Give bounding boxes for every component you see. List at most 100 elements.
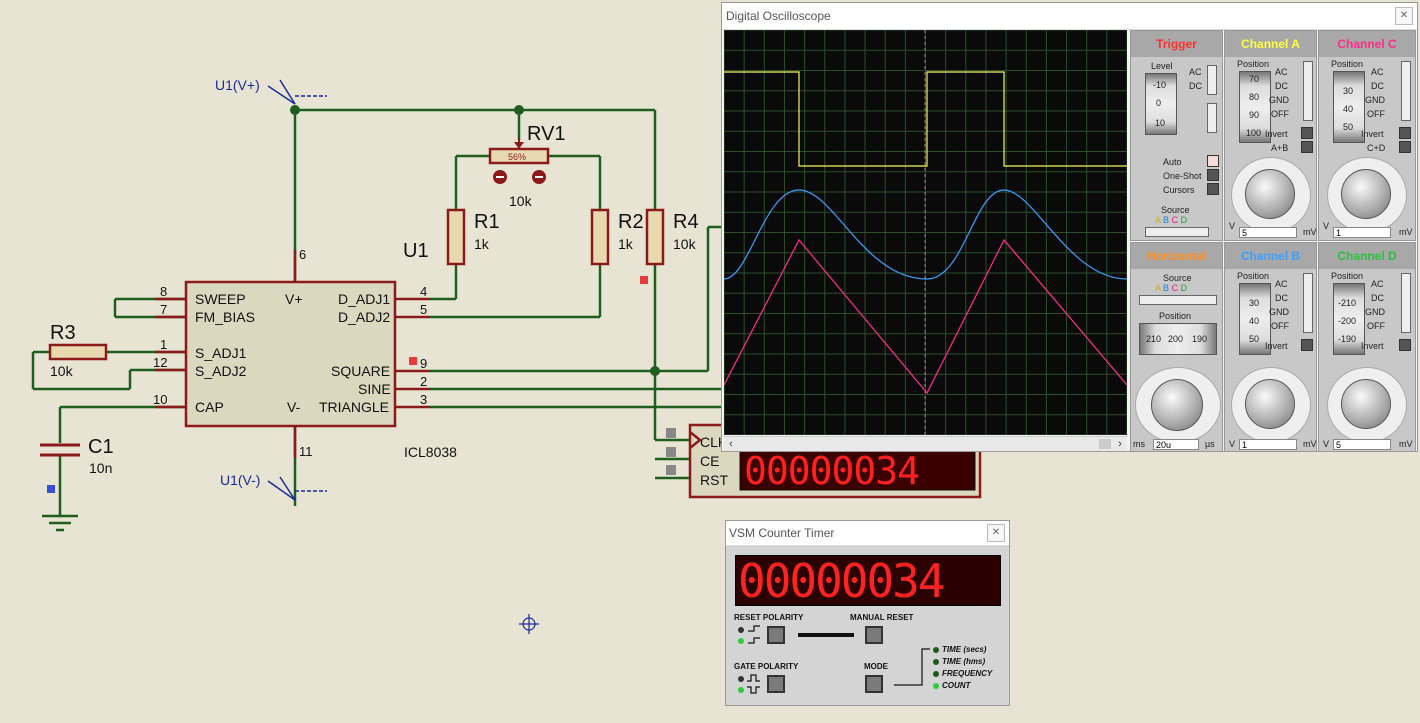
vsm-display-digits: 00000034 [738, 554, 946, 608]
scroll-left-icon[interactable]: ‹ [729, 438, 733, 450]
vsm-title: VSM Counter Timer [729, 526, 835, 540]
oscilloscope-window[interactable]: Digital Oscilloscope ✕ ‹ › Trigger Level… [721, 2, 1418, 452]
channel-a-coupling-slider[interactable] [1303, 61, 1313, 121]
channel-b-position-drum[interactable]: 30 40 50 [1239, 283, 1271, 355]
trigger-cursors-button[interactable] [1207, 183, 1219, 195]
channel-d-ac: AC [1371, 279, 1384, 289]
horizontal-position-drum[interactable]: 210 200 190 [1139, 323, 1217, 355]
channel-d-invert-button[interactable] [1399, 339, 1411, 351]
channel-a-combine-label: A+B [1271, 143, 1289, 153]
scroll-right-icon[interactable]: › [1118, 438, 1122, 450]
horizontal-source-slider[interactable] [1139, 295, 1217, 305]
trigger-cursors-label: Cursors [1163, 185, 1195, 195]
oscilloscope-titlebar[interactable]: Digital Oscilloscope ✕ [722, 3, 1417, 30]
channel-c-combine-button[interactable] [1399, 141, 1411, 153]
u1-vminus-label: U1(V-) [220, 472, 260, 488]
crosshair-cursor-icon [519, 614, 539, 634]
channel-a-ac: AC [1275, 67, 1288, 77]
close-icon[interactable]: ✕ [987, 524, 1005, 542]
channel-b-invert-button[interactable] [1301, 339, 1313, 351]
horizontal-panel: Horizontal Source A B C D Position 210 2… [1130, 242, 1223, 452]
channel-d-position-drum[interactable]: -210 -200 -190 [1333, 283, 1365, 355]
trace-channel-b [723, 189, 1128, 280]
trigger-level-drum[interactable]: -10 0 10 [1145, 73, 1177, 135]
channel-d-gnd: GND [1365, 307, 1385, 317]
vsm-counter-window[interactable]: VSM Counter Timer ✕ 00000034 RESET POLAR… [725, 520, 1010, 706]
trace-channel-c [723, 238, 1128, 395]
pin-8: 8 [160, 284, 167, 299]
horizontal-timebase-knob[interactable] [1151, 379, 1203, 431]
channel-c-invert-button[interactable] [1399, 127, 1411, 139]
channel-a-scale-knob[interactable] [1245, 169, 1295, 219]
mode-led-time-hms [933, 659, 939, 665]
channel-a-position-drum[interactable]: 70 80 90 100 [1239, 71, 1271, 143]
channel-d-position-label: Position [1331, 271, 1364, 281]
r1-name: R1 [474, 211, 500, 233]
trigger-auto-label: Auto [1163, 157, 1182, 167]
pin-4: 4 [420, 284, 427, 299]
channel-c-scale-knob[interactable] [1341, 169, 1391, 219]
trigger-oneshot-button[interactable] [1207, 169, 1219, 181]
trigger-coupling-slider[interactable] [1207, 65, 1217, 95]
vsm-titlebar[interactable]: VSM Counter Timer ✕ [726, 521, 1009, 546]
channel-b-panel: Channel B Position 30 40 50 AC DC GND OF… [1224, 242, 1317, 452]
gate-polarity-button[interactable] [767, 675, 785, 693]
rv1-decrement-icon [493, 170, 507, 184]
icl8038-body [184, 280, 397, 428]
manual-reset-button[interactable] [865, 626, 883, 644]
rv1-percent: 56% [508, 152, 526, 162]
trigger-level-label: Level [1151, 61, 1173, 71]
trigger-source-slider[interactable] [1145, 227, 1209, 237]
channel-c-coupling-slider[interactable] [1401, 61, 1411, 121]
channel-a-invert-button[interactable] [1301, 127, 1313, 139]
channel-c-gnd: GND [1365, 95, 1385, 105]
counter-pin-clk: CLK [700, 434, 728, 450]
channel-b-off: OFF [1271, 321, 1289, 331]
r4-body [645, 208, 665, 266]
channel-d-coupling-slider[interactable] [1401, 273, 1411, 333]
mode-frequency: FREQUENCY [942, 669, 993, 678]
mode-button[interactable] [865, 675, 883, 693]
horizontal-title: Horizontal [1131, 243, 1222, 269]
pin-6: 6 [299, 247, 306, 262]
channel-a-gnd: GND [1269, 95, 1289, 105]
channel-d-dc: DC [1371, 293, 1384, 303]
reset-polarity-label: RESET POLARITY [734, 613, 804, 622]
horizontal-timebase-value: 20u [1153, 439, 1199, 450]
horizontal-scrollbar[interactable]: ‹ › [724, 436, 1127, 451]
channel-b-coupling-slider[interactable] [1303, 273, 1313, 333]
mode-time-hms: TIME (hms) [942, 657, 986, 666]
channel-c-position-drum[interactable]: 30 40 50 [1333, 71, 1365, 143]
pin-name-d-adj1: D_ADJ1 [338, 291, 390, 307]
pin-9: 9 [420, 356, 427, 371]
trigger-auto-button[interactable] [1207, 155, 1219, 167]
reset-polarity-led-2 [738, 638, 744, 644]
trigger-edge-slider[interactable] [1207, 103, 1217, 133]
mode-led-frequency [933, 671, 939, 677]
oscilloscope-screen [723, 29, 1128, 436]
channel-a-combine-button[interactable] [1301, 141, 1313, 153]
channel-d-scale-knob[interactable] [1341, 379, 1391, 429]
channel-d-invert-label: Invert [1361, 341, 1384, 351]
pin-name-s-adj2: S_ADJ2 [195, 363, 247, 379]
counter-pin-rst: RST [700, 472, 728, 488]
mode-led-time-secs [933, 647, 939, 653]
pin-12: 12 [153, 355, 167, 370]
r2-value: 1k [618, 236, 634, 252]
reset-link-bar [798, 633, 854, 637]
oscilloscope-title: Digital Oscilloscope [726, 9, 831, 23]
close-icon[interactable]: ✕ [1395, 7, 1413, 25]
channel-b-scale-knob[interactable] [1245, 379, 1295, 429]
horizontal-source-label: Source [1163, 273, 1192, 283]
u1-part: ICL8038 [404, 444, 457, 460]
trigger-oneshot-label: One-Shot [1163, 171, 1202, 181]
channel-a-scale-value: 5 [1239, 227, 1297, 238]
trigger-source-label: Source [1161, 205, 1190, 215]
channel-c-off: OFF [1367, 109, 1385, 119]
channel-b-gnd: GND [1269, 307, 1289, 317]
channel-b-scale-value: 1 [1239, 439, 1297, 450]
scroll-thumb[interactable] [1099, 439, 1111, 449]
reset-polarity-button[interactable] [767, 626, 785, 644]
pin-name-d-adj2: D_ADJ2 [338, 309, 390, 325]
